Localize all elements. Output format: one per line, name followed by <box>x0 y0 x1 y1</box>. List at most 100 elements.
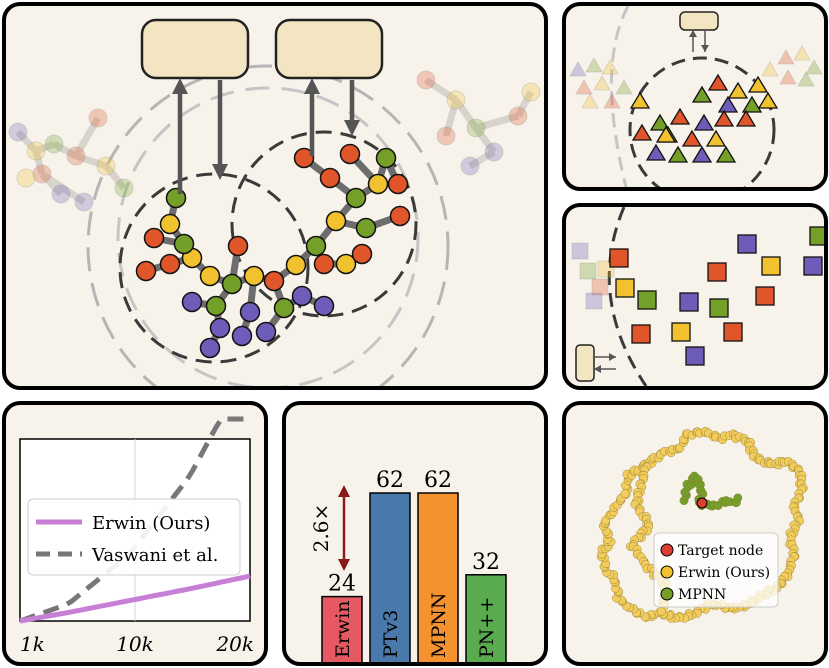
attention-box <box>679 11 719 31</box>
square-point <box>709 298 729 318</box>
graph-node <box>231 325 253 347</box>
graph-node <box>181 291 203 313</box>
arrow-up-head <box>689 30 697 37</box>
faded-node <box>484 142 504 162</box>
erwin-node-icon <box>660 565 674 579</box>
square-point <box>685 346 705 366</box>
triangle-point <box>707 73 729 91</box>
graph-node <box>355 217 377 239</box>
faded-triangle <box>615 78 633 95</box>
molecule-legend: Target node Erwin (Ours) MPNN <box>653 532 779 608</box>
square-point <box>761 256 781 276</box>
faded-square <box>591 278 609 296</box>
bar-category-3: PN++ <box>476 597 498 658</box>
faded-node <box>416 70 436 90</box>
graph-node <box>199 337 221 359</box>
erwin-series-line <box>19 573 251 624</box>
target-node-icon <box>660 543 674 557</box>
x-tick-20k: 20k <box>215 632 254 656</box>
protein-chain-diagram: Target node Erwin (Ours) MPNN <box>596 426 808 623</box>
faded-triangle <box>805 58 823 75</box>
molecule-panel: Target node Erwin (Ours) MPNN <box>562 401 828 666</box>
arrow-down-head <box>701 45 709 52</box>
faded-node <box>508 106 528 126</box>
graph-node <box>375 147 397 169</box>
square-point <box>679 292 699 312</box>
faded-triangle <box>585 56 603 73</box>
ratio-label: 2.6× <box>309 504 333 553</box>
triangle-point <box>629 91 651 109</box>
faded-square <box>571 242 589 260</box>
faded-edge <box>15 129 39 154</box>
arrow-up-left-head <box>172 78 188 94</box>
triangle-point <box>757 91 779 109</box>
triangle-point <box>655 125 677 143</box>
graph-node <box>273 297 295 319</box>
square-point <box>803 256 823 276</box>
faded-node <box>460 156 480 176</box>
triangle-point <box>741 95 763 113</box>
attention-box <box>575 344 595 382</box>
faded-edge <box>473 125 497 155</box>
graph-node <box>387 173 409 195</box>
square-point <box>723 322 743 342</box>
triangle-point <box>667 145 689 163</box>
graph-node <box>159 213 181 235</box>
faded-node <box>74 192 94 212</box>
faded-triangle <box>581 92 599 109</box>
ratio-arrow <box>338 485 350 571</box>
graph-node <box>313 295 335 317</box>
faded-triangle <box>603 92 621 109</box>
ball-left <box>118 172 310 364</box>
query-ball <box>628 56 776 187</box>
graph-node <box>165 187 187 209</box>
square-point <box>737 234 757 254</box>
triangle-point <box>705 129 727 147</box>
faded-node <box>16 168 36 188</box>
ball-right <box>230 130 418 318</box>
faded-edge <box>453 97 479 131</box>
faded-node <box>51 184 71 204</box>
bar-category-2: MPNN <box>428 593 450 659</box>
graph-node <box>335 253 357 275</box>
faded-node <box>114 178 134 198</box>
triangle-point <box>681 129 703 147</box>
bar-value-3: 32 <box>472 550 500 575</box>
arrow-left-head <box>594 365 601 373</box>
arrow-up-right-head <box>304 78 320 94</box>
graph-node <box>209 317 231 339</box>
triangles-panel <box>562 2 828 191</box>
scaling-plot-panel: Erwin (Ours) Vaswani et al. 1k 10k 20k <box>2 401 268 666</box>
graph-node <box>173 233 195 255</box>
triangle-point <box>715 145 737 163</box>
triangle-point <box>649 113 671 131</box>
bar-ptv3 <box>369 492 411 662</box>
graph-node <box>293 147 315 169</box>
graph-node <box>313 253 335 275</box>
graph-node <box>339 143 361 165</box>
scaling-line-chart: Erwin (Ours) Vaswani et al. 1k 10k 20k <box>19 416 254 656</box>
triangle-point <box>645 143 667 161</box>
triangle-point <box>693 113 715 131</box>
faded-node <box>446 90 466 110</box>
graph-node <box>159 253 181 275</box>
faded-node <box>32 164 52 184</box>
graph-node <box>367 173 389 195</box>
squares-panel <box>562 203 828 390</box>
bar-category-1: PTv3 <box>380 610 402 658</box>
faded-edge <box>32 150 46 175</box>
graph-node <box>345 187 367 209</box>
square-point <box>707 262 727 282</box>
square-point <box>615 278 635 298</box>
faded-node <box>8 122 28 142</box>
outer-ball-mid <box>116 86 420 386</box>
triangle-point <box>747 75 769 93</box>
graph-node <box>285 254 307 276</box>
faded-node <box>521 82 541 102</box>
mpnn-chain-bead <box>733 493 743 503</box>
graph-node <box>319 167 341 189</box>
bar-value-2: 62 <box>424 468 452 493</box>
square-point <box>631 324 651 344</box>
triangle-point <box>713 109 735 127</box>
faded-node <box>88 108 108 128</box>
